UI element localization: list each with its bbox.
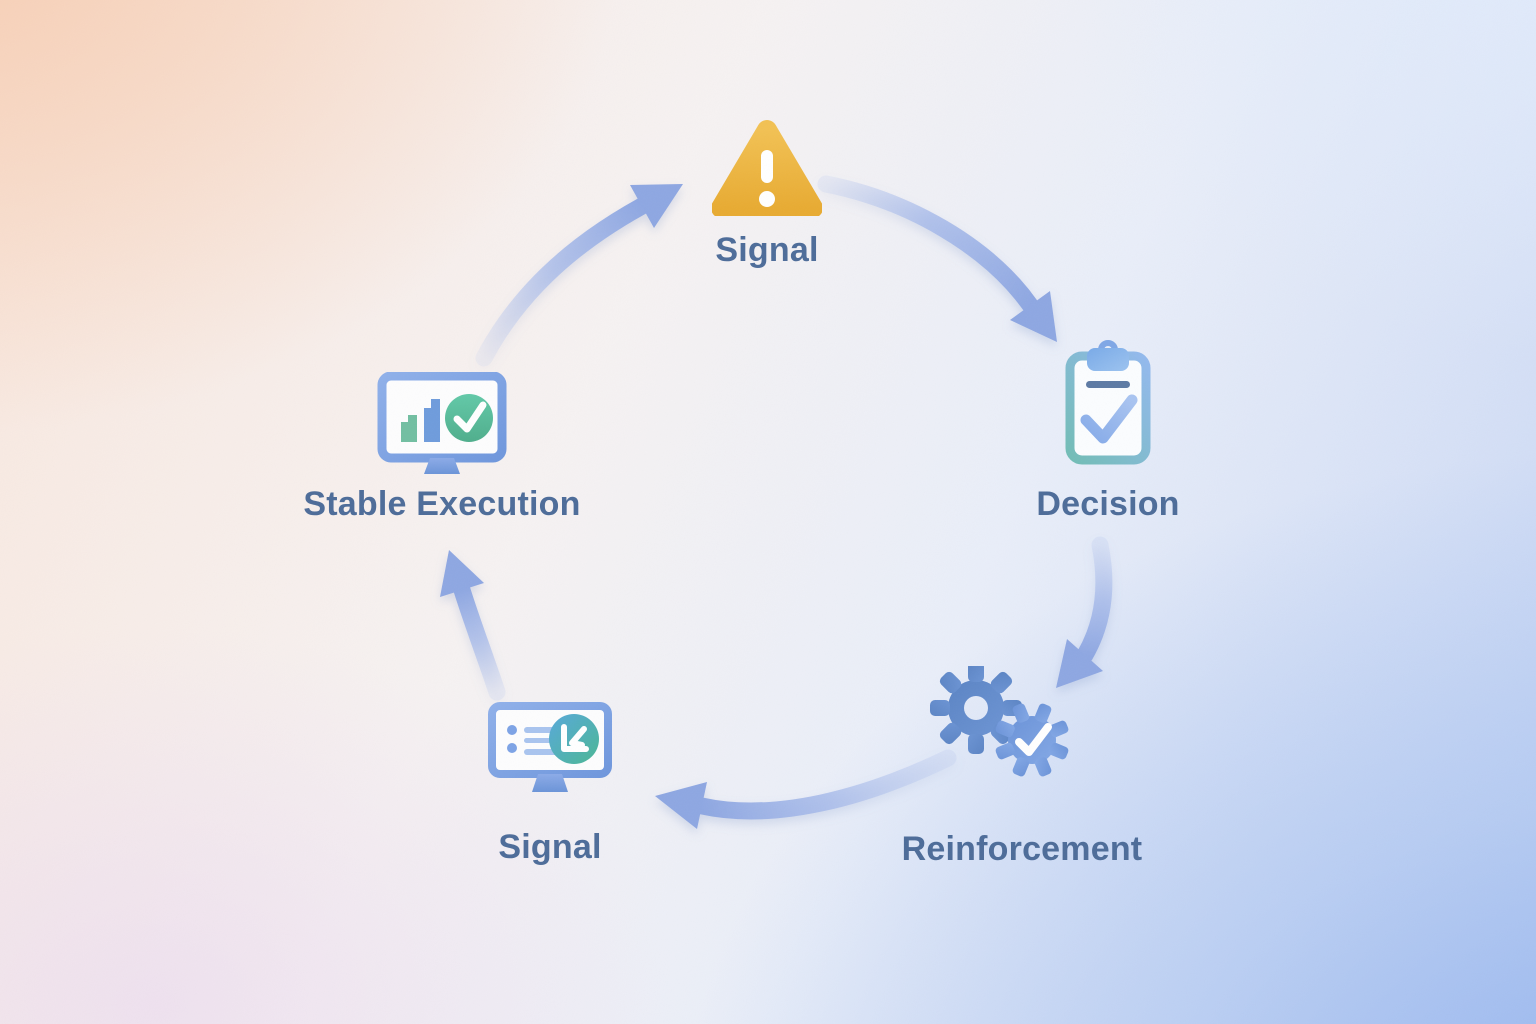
arrow-signal-to-stable-execution bbox=[440, 550, 506, 701]
warning-triangle-icon bbox=[712, 120, 822, 216]
monitor-chart-check-icon bbox=[377, 372, 507, 474]
monitor-stand bbox=[424, 458, 460, 474]
node-label-reinforcement: Reinforcement bbox=[901, 830, 1143, 868]
monitor-report-icon bbox=[488, 702, 612, 792]
node-label-signal-top: Signal bbox=[715, 231, 819, 269]
clipboard-check-icon bbox=[1065, 340, 1151, 465]
success-check-badge bbox=[445, 394, 493, 442]
node-signal-top: Signal bbox=[607, 116, 927, 269]
arrowhead bbox=[1010, 291, 1057, 342]
exclamation-dot bbox=[759, 191, 775, 207]
node-label-stable-execution: Stable Execution bbox=[303, 485, 581, 523]
node-label-signal-bottom: Signal bbox=[498, 828, 602, 866]
gears-check-icon bbox=[930, 666, 1069, 777]
node-signal-bottom: Signal bbox=[390, 702, 710, 866]
node-label-decision: Decision bbox=[1036, 485, 1180, 523]
arrowhead bbox=[440, 550, 484, 597]
exclamation-bar bbox=[761, 150, 773, 183]
clipboard-title-bar bbox=[1086, 381, 1130, 388]
node-reinforcement: Reinforcement bbox=[862, 666, 1182, 868]
clipboard-board bbox=[1065, 351, 1151, 465]
node-stable-execution: Stable Execution bbox=[282, 372, 602, 523]
node-decision: Decision bbox=[948, 340, 1268, 523]
chart-badge bbox=[549, 714, 599, 764]
clipboard-clip bbox=[1087, 348, 1129, 371]
monitor-stand bbox=[532, 774, 568, 792]
